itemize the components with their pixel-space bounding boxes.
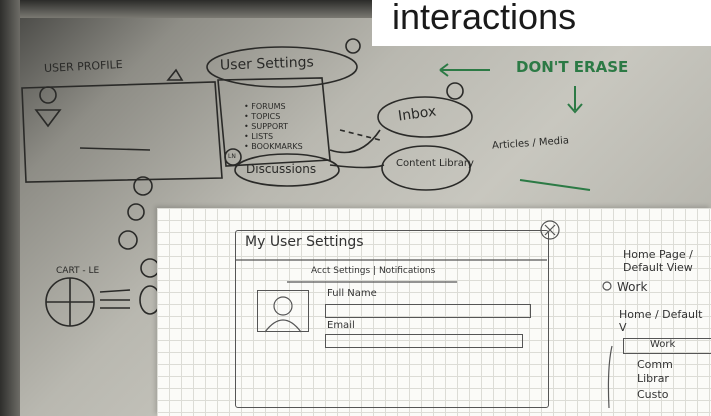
sketch-dropdown-option-0: Comm [637,358,673,371]
wb-discussions-label: Discussions [246,162,317,176]
sketch-dropdown-value: Work [650,339,676,350]
sketch-work-radio: Work [617,280,648,294]
sketch-dropdown: Work [623,338,711,354]
sketch-title: My User Settings [245,234,364,250]
sketch-home-default-label: Home / Default V [619,308,703,334]
title-banner: interactions [372,0,711,46]
sketch-homepage-label: Home Page / Default View [623,248,693,274]
wb-forums-item-3: • LISTS [244,132,274,141]
sketch-lines [235,220,613,409]
sketch-settings-window [235,230,549,408]
sketch-dropdown-option-2: Custo [637,388,669,401]
wb-cart-label: CART - LE [56,266,100,276]
sketch-tabs: Acct Settings | Notifications [311,266,436,276]
wb-forums-item-2: • SUPPORT [244,122,289,131]
sketch-full-name-label: Full Name [327,288,377,299]
wb-content-library-label: Content Library [396,158,474,169]
sketch-email-label: Email [327,320,355,331]
sketch-avatar [257,290,309,332]
sketch-dropdown-option-1: Librar [637,372,669,385]
wb-forums-item-4: • BOOKMARKS [244,142,303,151]
sketch-email-field [325,334,523,348]
grid-paper-sketch: My User Settings Acct Settings | Notific… [157,208,711,416]
wb-ln-label: LN [228,153,236,160]
banner-title: interactions [392,0,577,37]
whiteboard-left-edge [0,0,20,416]
wb-forums-item-0: • FORUMS [244,102,286,111]
sketch-full-name-field [325,304,531,318]
wb-forums-item-1: • TOPICS [244,112,281,121]
wb-dont-erase-label: DON'T ERASE [516,58,629,76]
wb-user-settings-label: User Settings [219,54,315,74]
